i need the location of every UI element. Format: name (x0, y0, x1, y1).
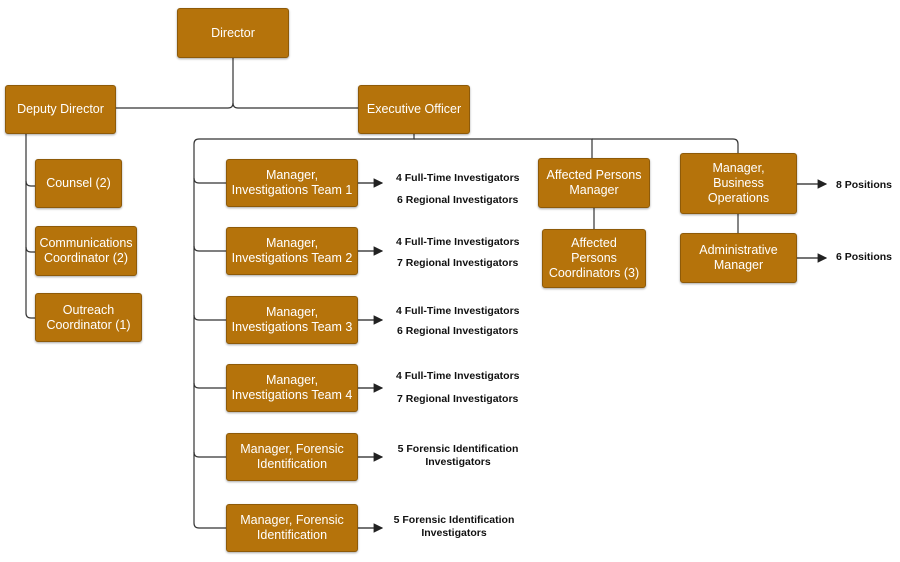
investigations-team-4-box[interactable]: Manager, Investigations Team 4 (226, 364, 358, 412)
business-operations-box[interactable]: Manager, Business Operations (680, 153, 797, 214)
forensic2-investigators-note: 5 Forensic Identification Investigators (393, 514, 515, 539)
affected-persons-manager-box[interactable]: Affected Persons Manager (538, 158, 650, 208)
investigations-team-3-box[interactable]: Manager, Investigations Team 3 (226, 296, 358, 344)
director-box[interactable]: Director (177, 8, 289, 58)
team1-fulltime-note: 4 Full-Time Investigators (396, 172, 520, 184)
forensic-identification-1-box[interactable]: Manager, Forensic Identification (226, 433, 358, 481)
team2-regional-note: 7 Regional Investigators (397, 257, 519, 269)
team3-fulltime-note: 4 Full-Time Investigators (396, 305, 520, 317)
investigations-team-2-box[interactable]: Manager, Investigations Team 2 (226, 227, 358, 275)
connector-deputy-branch (25, 134, 35, 319)
team4-regional-note: 7 Regional Investigators (397, 393, 519, 405)
business-positions-note: 8 Positions (836, 179, 893, 191)
team1-regional-note: 6 Regional Investigators (397, 194, 519, 206)
outreach-coordinator-box[interactable]: Outreach Coordinator (1) (35, 293, 142, 342)
connector-director (116, 57, 234, 109)
investigations-team-1-box[interactable]: Manager, Investigations Team 1 (226, 159, 358, 207)
team3-regional-note: 6 Regional Investigators (397, 325, 519, 337)
executive-officer-box[interactable]: Executive Officer (358, 85, 470, 134)
affected-persons-coordinators-box[interactable]: Affected Persons Coordinators (3) (542, 229, 646, 288)
communications-coordinator-box[interactable]: Communications Coordinator (2) (35, 226, 137, 276)
forensic-identification-2-box[interactable]: Manager, Forensic Identification (226, 504, 358, 552)
administrative-manager-box[interactable]: Administrative Manager (680, 233, 797, 283)
counsel-box[interactable]: Counsel (2) (35, 159, 122, 208)
deputy-director-box[interactable]: Deputy Director (5, 85, 116, 134)
connector-exec-branch (193, 134, 415, 529)
team4-fulltime-note: 4 Full-Time Investigators (396, 370, 520, 382)
team2-fulltime-note: 4 Full-Time Investigators (396, 236, 520, 248)
admin-positions-note: 6 Positions (836, 251, 893, 263)
forensic1-investigators-note: 5 Forensic Identification Investigators (397, 443, 519, 468)
connector-director-exec (232, 102, 358, 109)
